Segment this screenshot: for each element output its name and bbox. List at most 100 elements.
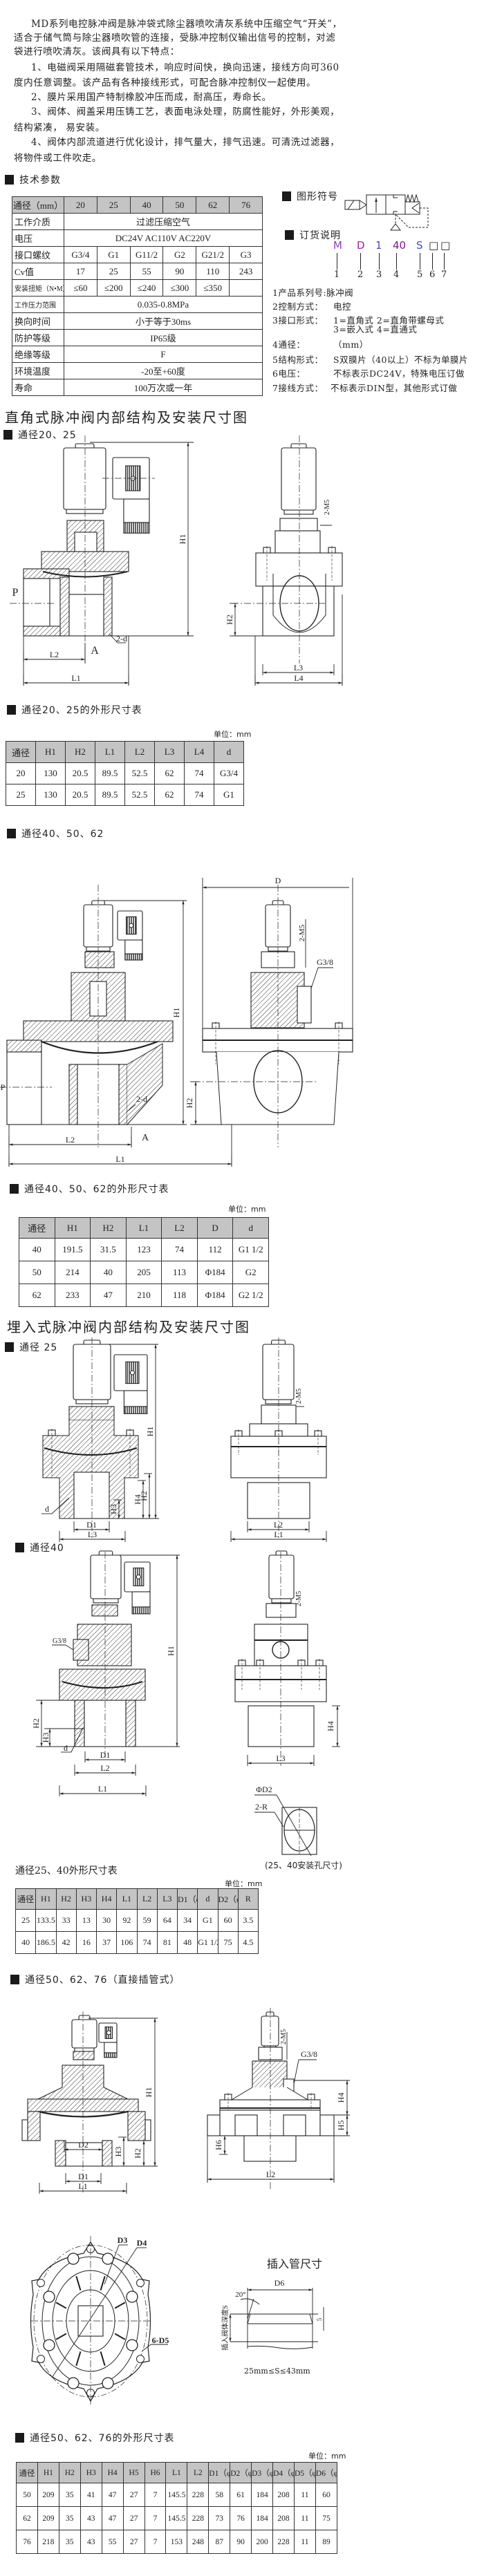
dimension-label-D: D xyxy=(275,876,281,885)
connector-screw-icon xyxy=(129,923,134,928)
dimension-label-L3: L3 xyxy=(276,1754,285,1763)
dimension-table-direct: 通径H1H2H3H4H5H6L1L2D1（φ）D2（φ）D3（φ）D4（φ）D5… xyxy=(16,2462,338,2554)
table-cell: 61 xyxy=(230,2483,252,2507)
cover xyxy=(274,530,321,554)
table-cell: 47 xyxy=(101,2483,124,2507)
thread-label: 2-M5 xyxy=(298,924,306,941)
table-cell: 210 xyxy=(125,1284,162,1307)
table-cell: 55 xyxy=(129,263,164,280)
table-cell: 130 xyxy=(35,784,66,806)
column-header: 通径 xyxy=(16,2462,38,2483)
row-label: 防护等级 xyxy=(12,329,64,346)
table-cell: 37 xyxy=(95,1931,118,1954)
connector-gland xyxy=(131,1591,151,1608)
dimension-label-L2: L2 xyxy=(266,2170,275,2179)
table-cell: 87 xyxy=(208,2530,231,2554)
heading-square-icon xyxy=(7,705,16,715)
insertion-sleeve xyxy=(243,2135,297,2162)
body-wall xyxy=(127,1043,163,1125)
table-cell: 76 xyxy=(230,2506,252,2530)
dimension-label-L2: L2 xyxy=(274,1520,283,1530)
column-header: L1 xyxy=(125,1217,162,1239)
table-cell: 48 xyxy=(176,1931,198,1954)
leader-line xyxy=(65,1644,74,1651)
dimension-label-L1: L1 xyxy=(78,2181,87,2191)
order-code-number: 7 xyxy=(441,270,447,280)
order-item-value: 电控 xyxy=(333,301,352,312)
bolt-hole xyxy=(126,2339,138,2351)
side-port xyxy=(145,2119,151,2141)
cable-gland-knurl xyxy=(123,1406,148,1414)
column-header: d xyxy=(214,741,244,763)
table-cell: 7 xyxy=(144,2483,167,2507)
table-cell: G3/4 xyxy=(214,762,244,784)
thread-label: 2-M5 xyxy=(324,500,331,515)
bolt-hole xyxy=(67,2377,80,2389)
table-cell: 42 xyxy=(55,1931,77,1954)
heading-square-icon xyxy=(10,1184,19,1194)
table-cell: G1 xyxy=(96,246,131,263)
unit-label: 单位：mm xyxy=(214,730,252,739)
leader-line xyxy=(141,2344,151,2352)
spec-heading: 技术参数 xyxy=(5,173,61,187)
connector-gland xyxy=(124,939,143,955)
row-label: 安装扭矩（N•M） xyxy=(12,279,64,297)
leader-line xyxy=(51,2247,138,2378)
dimension-label-H2: H2 xyxy=(31,1718,41,1729)
angle-label: 20° xyxy=(235,2291,245,2299)
section-heading-text: 通径50、62、76（直接插管式） xyxy=(25,1975,180,1986)
coil-nut xyxy=(271,1598,292,1604)
section-heading-text: 通径40、50、62的外形尺寸表 xyxy=(24,1184,169,1195)
connector-screw-icon xyxy=(136,1574,141,1579)
mounting-hole-D5 xyxy=(37,2279,45,2287)
dimension-label-H1: H1 xyxy=(144,2087,153,2098)
mounting-hole-D5 xyxy=(136,2279,145,2287)
heading-square-icon xyxy=(285,230,294,240)
table-cell: 62 xyxy=(16,2506,38,2530)
dimension-label-H3: H3 xyxy=(41,1733,50,1743)
table-20-25-heading: 通径20、25的外形尺寸表 xyxy=(7,703,142,717)
order-item: 7接线方式：不标表示DIN型，其他形式订做 xyxy=(272,381,457,394)
table-row: 工作介质过滤压缩空气 xyxy=(12,213,263,230)
rect xyxy=(6,1040,42,1053)
rect xyxy=(118,1064,128,1125)
table-cell: 30 xyxy=(95,1909,118,1932)
table-cell: 89.5 xyxy=(95,762,125,784)
table-cell: Φ184 xyxy=(196,1284,234,1307)
column-header: H1 xyxy=(35,741,66,763)
table-cell: 228 xyxy=(187,2506,210,2530)
row-label: 绝缘等级 xyxy=(12,346,64,363)
table-cell: 100万次或一年 xyxy=(64,379,263,396)
body-flange xyxy=(255,552,343,587)
table-cell: 209 xyxy=(37,2506,59,2530)
spec-heading-text: 技术参数 xyxy=(19,175,61,186)
table-cell: 20.5 xyxy=(65,784,95,806)
table-cell: ≤350 xyxy=(196,279,230,297)
column-header: H3 xyxy=(80,2462,102,2483)
order-item-value: 脉冲阀 xyxy=(326,288,354,298)
inlet-port xyxy=(23,578,50,627)
heading-square-icon xyxy=(15,1543,24,1552)
port-label-P: P xyxy=(12,587,19,599)
table-cell: 233 xyxy=(54,1284,91,1307)
order-code-leader xyxy=(396,253,397,270)
mounting-hole-D5 xyxy=(136,2355,145,2363)
order-code-number: 6 xyxy=(429,270,436,280)
heading-square-icon xyxy=(5,1342,14,1352)
leader-line xyxy=(51,1497,70,1514)
rib-line xyxy=(55,2333,67,2340)
order-code-number: 1 xyxy=(334,270,340,280)
table-cell: 11 xyxy=(293,2483,316,2507)
table-cell: 106 xyxy=(116,1931,138,1954)
table-cell: 123 xyxy=(125,1238,162,1261)
row-label: 寿命 xyxy=(12,379,64,396)
table-row: 安装扭矩（N•M）≤60≤200≤240≤300≤350 xyxy=(12,279,263,297)
diaphragm xyxy=(42,571,128,578)
column-header: H3 xyxy=(75,1888,97,1910)
table-cell: G3/4 xyxy=(64,246,97,263)
coil-nut xyxy=(265,1399,292,1404)
order-code-leader xyxy=(360,253,361,270)
